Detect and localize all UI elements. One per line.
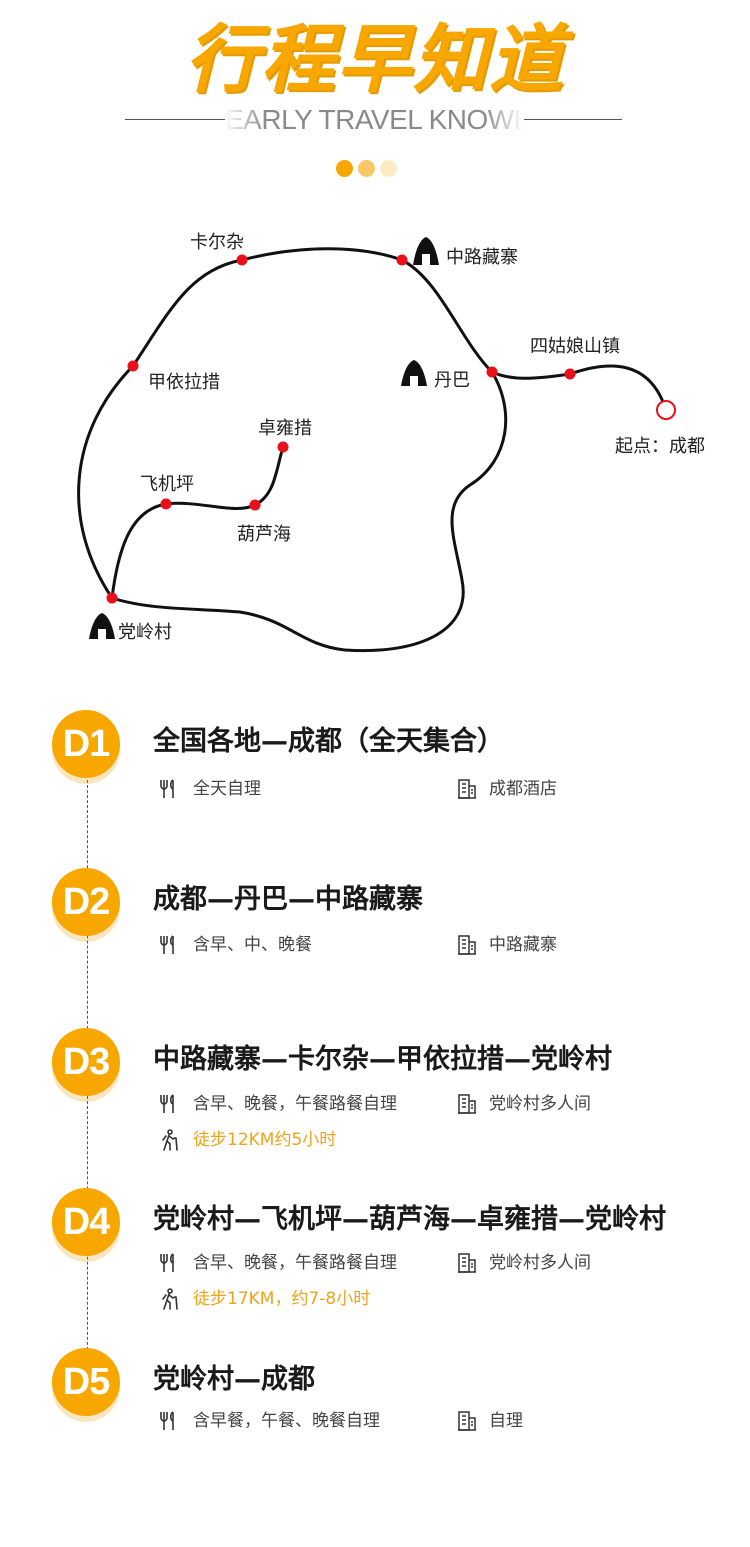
stop-start: [656, 400, 676, 420]
utensils-icon: [160, 779, 174, 798]
info-row: 含早、晚餐，午餐路餐自理 党岭村多人间: [158, 1092, 718, 1116]
tent-icon: [89, 613, 115, 639]
building-icon: [458, 779, 476, 799]
tent-icons: [89, 237, 439, 639]
utensils-icon: [160, 1094, 174, 1113]
day-badge: D3: [52, 1028, 120, 1096]
label-jiayilacuo: 甲依拉措: [148, 372, 220, 393]
stop-siguniang: [564, 368, 576, 380]
building-icon: [458, 1253, 476, 1273]
hiker-icon: [162, 1288, 178, 1310]
hotel-text: 自理: [489, 1411, 523, 1431]
subtitle-divider-left: [125, 119, 225, 120]
hotel-text: 成都酒店: [489, 779, 557, 799]
day-badge: D2: [52, 868, 120, 936]
label-zhonglu: 中路藏寨: [446, 247, 518, 268]
building-icon: [458, 1411, 476, 1431]
label-zhuoyongcuo: 卓雍措: [258, 418, 312, 439]
meals-text: 含早餐，午餐、晚餐自理: [193, 1411, 380, 1431]
meals-text: 含早、晚餐，午餐路餐自理: [193, 1253, 397, 1273]
hike-row: 徒步17KM，约7-8小时: [158, 1287, 718, 1311]
day-badge: D4: [52, 1188, 120, 1256]
dot-2: [358, 160, 375, 177]
day-badge: D5: [52, 1348, 120, 1416]
hike-row: 徒步12KM约5小时: [158, 1128, 718, 1152]
day-title: 中路藏寨—卡尔杂—甲依拉措—党岭村: [153, 1044, 612, 1075]
decorative-dots: [336, 160, 416, 178]
page-title: 行程早知道: [185, 17, 565, 103]
route-loop: [77, 247, 508, 653]
hotel-text: 党岭村多人间: [489, 1094, 591, 1114]
route-branch: [110, 445, 285, 600]
meals-text: 全天自理: [193, 779, 261, 799]
stop-danba: [486, 366, 498, 378]
subtitle-text: EARLY TRAVEL KNOWLEDGE: [225, 104, 524, 135]
subtitle-divider-right: [524, 119, 622, 120]
meals-text: 含早、中、晚餐: [193, 935, 312, 955]
day-badge: D1: [52, 710, 120, 778]
route-east: [490, 364, 668, 412]
label-siguniang: 四姑娘山镇: [530, 336, 620, 357]
building-icon: [458, 935, 476, 955]
dot-3: [380, 160, 397, 177]
day-title: 党岭村—成都: [153, 1364, 315, 1395]
stop-kaerza: [236, 254, 248, 266]
label-kaerza: 卡尔杂: [190, 232, 244, 253]
hotel-text: 中路藏寨: [489, 935, 557, 955]
utensils-icon: [160, 1253, 174, 1272]
stop-jiayilacuo: [127, 360, 139, 372]
hike-text: 徒步12KM约5小时: [193, 1130, 337, 1150]
stop-feijiping: [160, 498, 172, 510]
info-row: 含早餐，午餐、晚餐自理 自理: [158, 1409, 718, 1433]
route-stops: [106, 254, 576, 604]
stop-zhuoyongcuo: [277, 441, 289, 453]
info-row: 含早、中、晚餐 中路藏寨: [158, 933, 718, 957]
utensils-icon: [160, 1411, 174, 1430]
info-row: 含早、晚餐，午餐路餐自理 党岭村多人间: [158, 1251, 718, 1275]
route-map: 卡尔杂 中路藏寨 甲依拉措 丹巴 四姑娘山镇 起点：成都 卓雍措 飞机坪 葫芦海…: [77, 232, 705, 653]
tent-icon: [413, 237, 439, 265]
hiker-icon: [162, 1129, 178, 1151]
meals-text: 含早、晚餐，午餐路餐自理: [193, 1094, 397, 1114]
day-title: 党岭村—飞机坪—葫芦海—卓雍措—党岭村: [153, 1204, 666, 1235]
tent-icon: [401, 360, 427, 386]
label-huluhai: 葫芦海: [237, 524, 291, 545]
info-row: 全天自理 成都酒店: [158, 777, 718, 801]
subtitle-block: EARLY TRAVEL KNOWLEDGE: [125, 104, 622, 136]
dot-1: [336, 160, 353, 177]
building-icon: [458, 1094, 476, 1114]
label-danglingcun: 党岭村: [118, 622, 172, 643]
stop-dangling: [106, 592, 118, 604]
label-danba: 丹巴: [434, 370, 470, 391]
label-start: 起点：成都: [615, 436, 705, 457]
day-title: 全国各地—成都（全天集合）: [153, 726, 504, 757]
hotel-text: 党岭村多人间: [489, 1253, 591, 1273]
utensils-icon: [160, 935, 174, 954]
label-feijiping: 飞机坪: [140, 474, 194, 495]
stop-zhonglu: [396, 254, 408, 266]
stop-huluhai: [249, 499, 261, 511]
day-title: 成都—丹巴—中路藏寨: [153, 884, 423, 915]
hike-text: 徒步17KM，约7-8小时: [193, 1289, 371, 1309]
subtitle: EARLY TRAVEL KNOWLEDGE: [225, 104, 524, 136]
